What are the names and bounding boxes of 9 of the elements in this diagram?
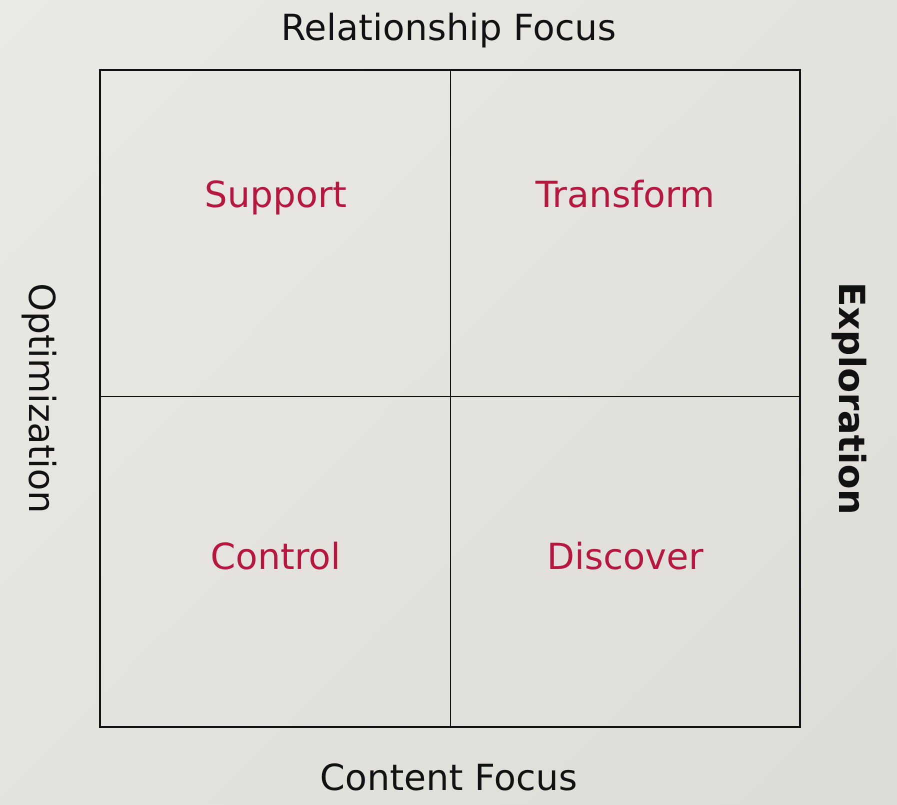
quadrant-label: Transform xyxy=(535,175,715,216)
axis-label: Relationship Focus xyxy=(280,8,616,49)
quadrant-label: Control xyxy=(210,537,341,578)
quadrant xyxy=(101,71,451,397)
axis-label: Optimization xyxy=(20,283,61,514)
quadrant-label: Discover xyxy=(546,537,704,578)
quadrant-label: Support xyxy=(204,175,347,216)
axis-label: Content Focus xyxy=(320,758,578,799)
axis-label: Exploration xyxy=(830,282,871,515)
